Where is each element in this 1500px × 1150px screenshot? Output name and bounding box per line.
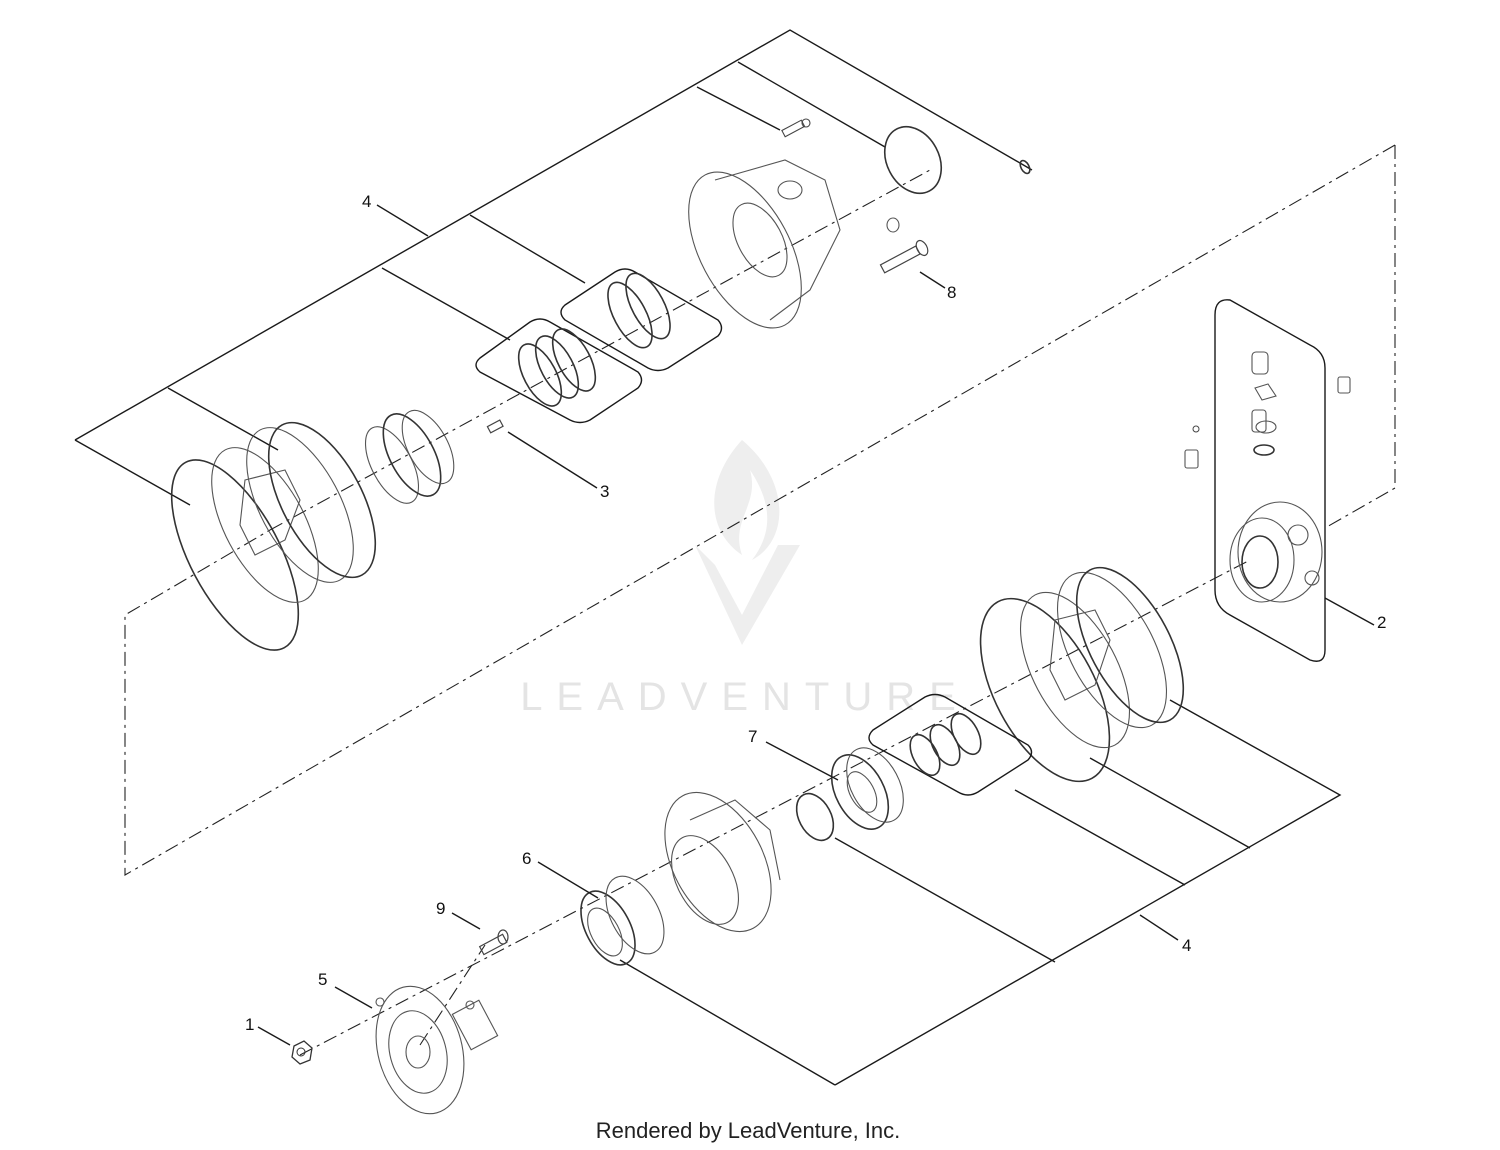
o-ring-upper-small bbox=[267, 421, 377, 579]
valve-block-part-2 bbox=[1229, 501, 1323, 603]
callout-leaders bbox=[257, 204, 1375, 1046]
output-shaft-part-5 bbox=[375, 985, 499, 1115]
callout-2: 2 bbox=[1377, 613, 1386, 632]
callout-4-bottom: 4 bbox=[1182, 936, 1191, 955]
bearing-housing bbox=[664, 791, 781, 933]
diagonal-dashed-axis bbox=[124, 144, 1396, 876]
large-o-ring-lower bbox=[979, 597, 1111, 783]
bolt-axis bbox=[419, 944, 486, 1046]
flame-v-logo-icon bbox=[695, 440, 800, 645]
gerotor-housing-upper bbox=[211, 427, 354, 603]
assembly-axes bbox=[124, 144, 1396, 1056]
callout-7: 7 bbox=[748, 727, 757, 746]
thrust-washer bbox=[795, 792, 835, 842]
seal-rings-left bbox=[517, 328, 597, 407]
end-cap-housing bbox=[688, 159, 841, 329]
o-ring-lower bbox=[1075, 566, 1185, 724]
gerotor-housing-lower bbox=[1019, 571, 1168, 749]
seal-group-box-right bbox=[560, 268, 723, 372]
valve-kit-panel bbox=[1184, 299, 1351, 662]
large-o-ring-upper bbox=[170, 459, 300, 651]
seal-rings-lower bbox=[909, 712, 982, 777]
callout-1: 1 bbox=[245, 1015, 254, 1034]
o-ring-end-cap bbox=[883, 125, 943, 195]
upper-assembly-parts bbox=[170, 118, 1031, 651]
washer-near-bolt-8 bbox=[886, 217, 900, 233]
lower-assembly-parts bbox=[291, 566, 1185, 1115]
callout-9: 9 bbox=[436, 899, 445, 918]
setscrew-part-3 bbox=[486, 419, 504, 434]
kit-bracket-bottom bbox=[619, 699, 1342, 1086]
seal-group-box-lower bbox=[868, 693, 1033, 796]
bolt-part-9 bbox=[478, 929, 509, 956]
bearing-part-6 bbox=[580, 875, 665, 966]
callout-5: 5 bbox=[318, 970, 327, 989]
rotor-gear-set bbox=[364, 409, 455, 504]
nut-part-1 bbox=[291, 1040, 313, 1065]
callout-labels: 1 2 3 4 4 5 6 7 8 9 bbox=[245, 192, 1386, 1034]
bottom-shaft-axis bbox=[299, 559, 1251, 1056]
callout-6: 6 bbox=[522, 849, 531, 868]
seal-group-box-left bbox=[475, 318, 643, 424]
kit-bracket-top bbox=[74, 29, 1033, 506]
bolt-part-8 bbox=[879, 239, 929, 274]
callout-4-top: 4 bbox=[362, 192, 371, 211]
bearing-part-7 bbox=[830, 747, 904, 830]
leadventure-watermark: LEADVENTURE bbox=[520, 440, 970, 719]
callout-8: 8 bbox=[947, 283, 956, 302]
top-shaft-axis bbox=[269, 169, 931, 531]
callout-3: 3 bbox=[600, 482, 609, 501]
cap-screw-top bbox=[781, 118, 811, 138]
left-dashed-axis bbox=[1324, 145, 1396, 529]
seal-rings-right bbox=[607, 272, 671, 349]
small-o-ring-plug bbox=[1019, 159, 1031, 175]
watermark-text: LEADVENTURE bbox=[520, 675, 970, 719]
footer-credit: Rendered by LeadVenture, Inc. bbox=[596, 1118, 901, 1143]
